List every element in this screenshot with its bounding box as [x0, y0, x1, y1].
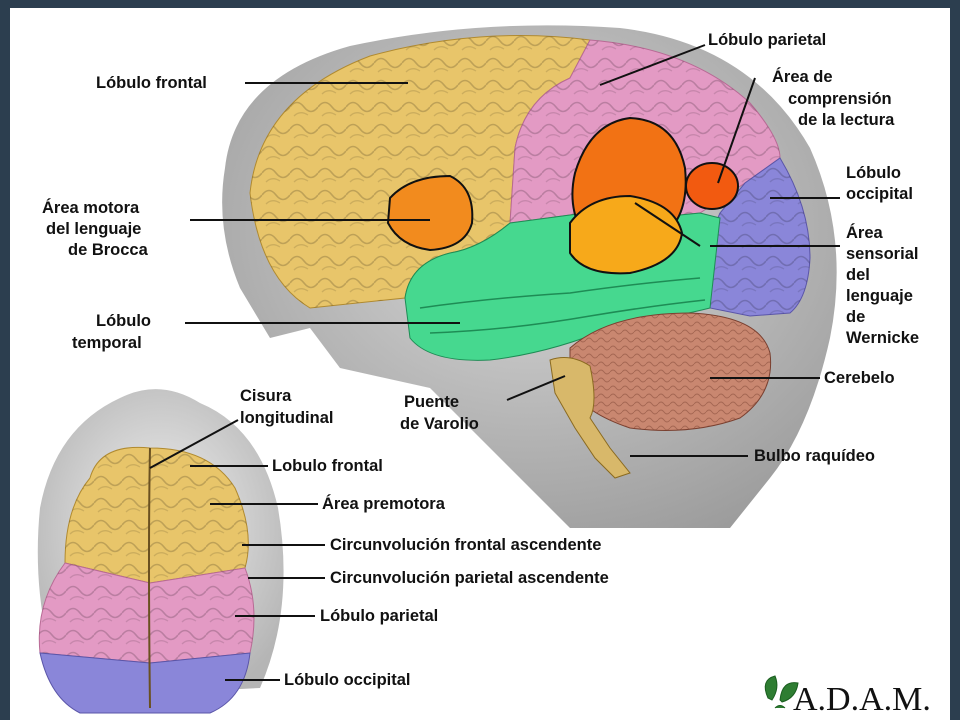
label-occipital-1: Lóbulo	[846, 164, 901, 182]
top-occipital	[39, 652, 251, 714]
label-temporal-2: temporal	[72, 334, 142, 352]
label-wernicke-3: del	[846, 266, 870, 284]
label-puente-2: de Varolio	[400, 415, 479, 433]
logo-text: A.D.A.M.	[793, 681, 931, 718]
diagram-frame: Lóbulo frontal Lóbulo parietal Área de c…	[10, 8, 950, 720]
brain-diagram: Lóbulo frontal Lóbulo parietal Área de c…	[37, 25, 931, 718]
brain-stem	[549, 357, 631, 479]
label-wernicke-4: lenguaje	[846, 287, 913, 305]
label-wernicke-5: de	[846, 308, 865, 326]
label-temporal-1: Lóbulo	[96, 312, 151, 330]
label-circ-parietal: Circunvolución parietal ascendente	[330, 569, 609, 587]
label-top-frontal: Lobulo frontal	[272, 457, 383, 475]
label-comprension-2: comprensión	[788, 90, 892, 108]
label-circ-frontal: Circunvolución frontal ascendente	[330, 536, 601, 554]
label-puente-1: Puente	[404, 393, 459, 411]
reading-area	[685, 162, 739, 210]
leaf-icon	[764, 675, 799, 709]
label-broca-1: Área motora	[42, 198, 140, 217]
label-wernicke-2: sensorial	[846, 245, 918, 263]
adam-logo: A.D.A.M.	[764, 675, 931, 718]
label-cisura-1: Cisura	[240, 387, 292, 405]
label-wernicke-6: Wernicke	[846, 329, 919, 347]
label-comprension-3: de la lectura	[798, 111, 895, 129]
label-wernicke-1: Área	[846, 223, 884, 242]
label-top-parietal: Lóbulo parietal	[320, 607, 438, 625]
label-parietal: Lóbulo parietal	[708, 31, 826, 49]
broca-area	[386, 174, 474, 252]
label-cisura-2: longitudinal	[240, 409, 333, 427]
label-comprension-1: Área de	[772, 67, 833, 86]
label-premotora: Área premotora	[322, 494, 446, 513]
label-frontal: Lóbulo frontal	[96, 74, 207, 92]
label-broca-2: del lenguaje	[46, 220, 141, 238]
label-occipital-2: occipital	[846, 185, 913, 203]
label-top-occipital: Lóbulo occipital	[284, 671, 411, 689]
label-broca-3: de Brocca	[68, 241, 149, 259]
label-bulbo: Bulbo raquídeo	[754, 447, 875, 465]
label-cerebelo: Cerebelo	[824, 369, 895, 387]
